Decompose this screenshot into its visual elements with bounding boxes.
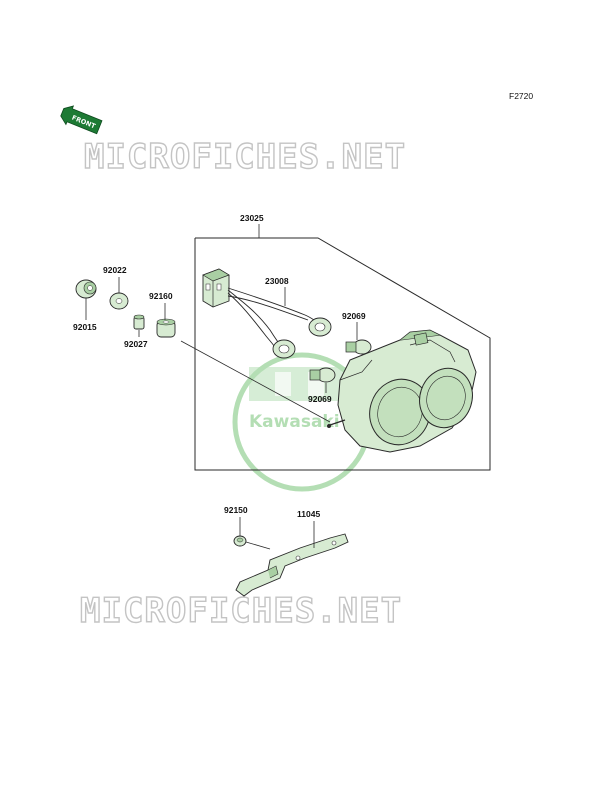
bulb-upper xyxy=(345,339,372,355)
bulb-lower xyxy=(309,367,336,383)
part-label-92160: 92160 xyxy=(149,291,173,301)
connector-plug xyxy=(202,268,230,308)
part-label-92150: 92150 xyxy=(224,505,248,515)
wire-harness xyxy=(227,287,318,350)
part-label-23025: 23025 xyxy=(240,213,264,223)
bulb-socket-upper xyxy=(308,317,332,337)
collar-92027 xyxy=(133,314,145,330)
part-label-92027: 92027 xyxy=(124,339,148,349)
watermark-top: MICROFICHES.NET xyxy=(84,137,406,177)
watermark-bottom: MICROFICHES.NET xyxy=(80,591,402,631)
damper-92160 xyxy=(156,318,176,338)
assembly-diagonal-line xyxy=(180,340,331,423)
assembly-box-outline xyxy=(194,237,491,471)
tail-lamp-housing xyxy=(327,329,477,453)
figure-code: F2720 xyxy=(509,91,533,101)
kawasaki-logo-text: Kawasaki xyxy=(249,412,340,432)
part-label-23008: 23008 xyxy=(265,276,289,286)
front-direction-icon: FRONT xyxy=(60,105,103,135)
part-label-11045: 11045 xyxy=(297,509,320,519)
bracket-11045 xyxy=(235,533,349,597)
washer-92022 xyxy=(109,292,129,310)
part-label-92069-lower: 92069 xyxy=(308,394,332,404)
nut-92015 xyxy=(75,279,97,299)
part-label-92022: 92022 xyxy=(103,265,127,275)
bolt-92150 xyxy=(233,535,271,550)
part-label-92069-upper: 92069 xyxy=(342,311,366,321)
bulb-socket-lower xyxy=(272,339,296,359)
part-label-92015: 92015 xyxy=(73,322,97,332)
